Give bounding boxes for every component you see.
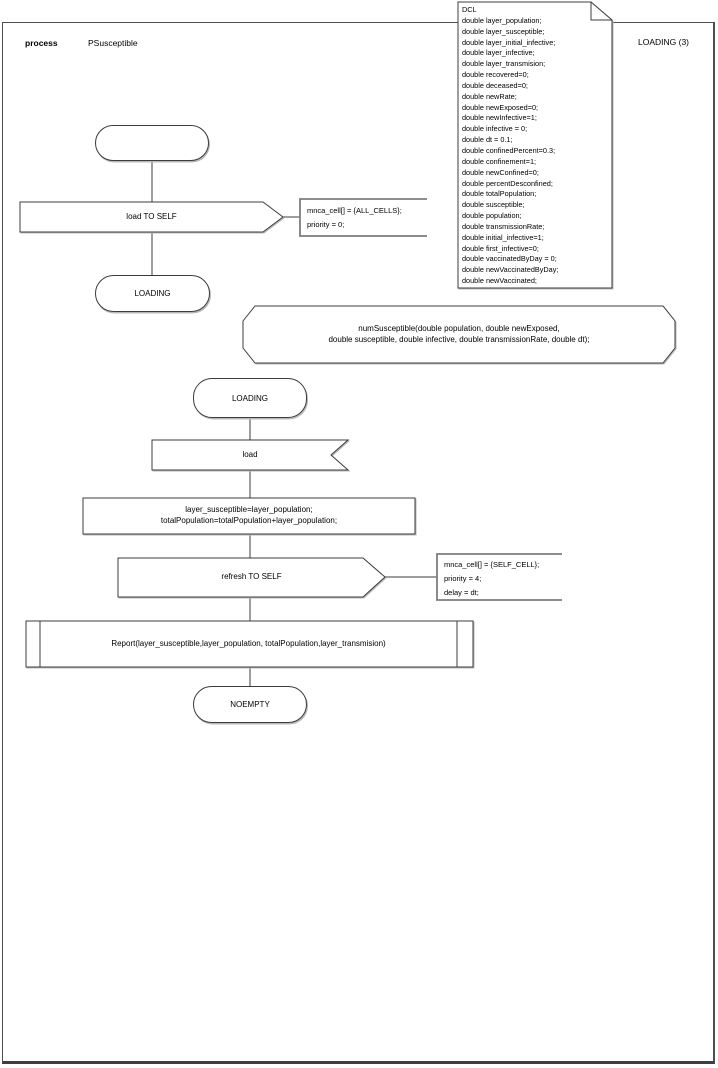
state-noempty: NOEMPTY	[193, 686, 307, 723]
task-label: layer_susceptible=layer_population;total…	[160, 505, 338, 525]
output-refresh-to-self-shape	[117, 557, 386, 598]
task-shape	[82, 497, 416, 535]
connector-lines	[151, 161, 437, 686]
input-load-shape	[151, 439, 350, 471]
report-call-side-bars	[39, 621, 458, 667]
start-state-symbol	[95, 125, 209, 161]
process-kind-label: process	[25, 38, 58, 48]
state-loading-2: LOADING	[193, 378, 307, 418]
status-label: LOADING (3)	[638, 37, 690, 47]
output-refresh-to-self-label: refresh TO SELF	[221, 572, 282, 582]
report-call-label: Report(layer_susceptible,layer_populatio…	[111, 638, 386, 648]
comment-bracket-self-cell	[436, 553, 562, 601]
dcl-note-fold-icon	[590, 2, 612, 21]
dcl-note-shape	[457, 1, 613, 289]
process-name: PSusceptible	[88, 38, 138, 48]
procedure-declaration-shape	[242, 305, 676, 364]
output-load-to-self-label: load TO SELF	[126, 211, 177, 221]
comment-self-cell-text: mnca_cell[] = {SELF_CELL};priority = 4;d…	[444, 560, 540, 597]
comment-all-cells-text: mnca_cell[] = {ALL_CELLS};priority = 0;	[307, 206, 402, 229]
output-load-to-self-shape	[19, 201, 284, 233]
input-load-label: load	[242, 449, 258, 459]
comment-bracket-all-cells	[299, 198, 427, 237]
diagram-frame	[2, 22, 715, 1064]
state-loading-1: LOADING	[95, 275, 210, 312]
procedure-declaration-label: numSusceptible(double population, double…	[328, 323, 590, 344]
report-call-shape	[25, 620, 474, 668]
